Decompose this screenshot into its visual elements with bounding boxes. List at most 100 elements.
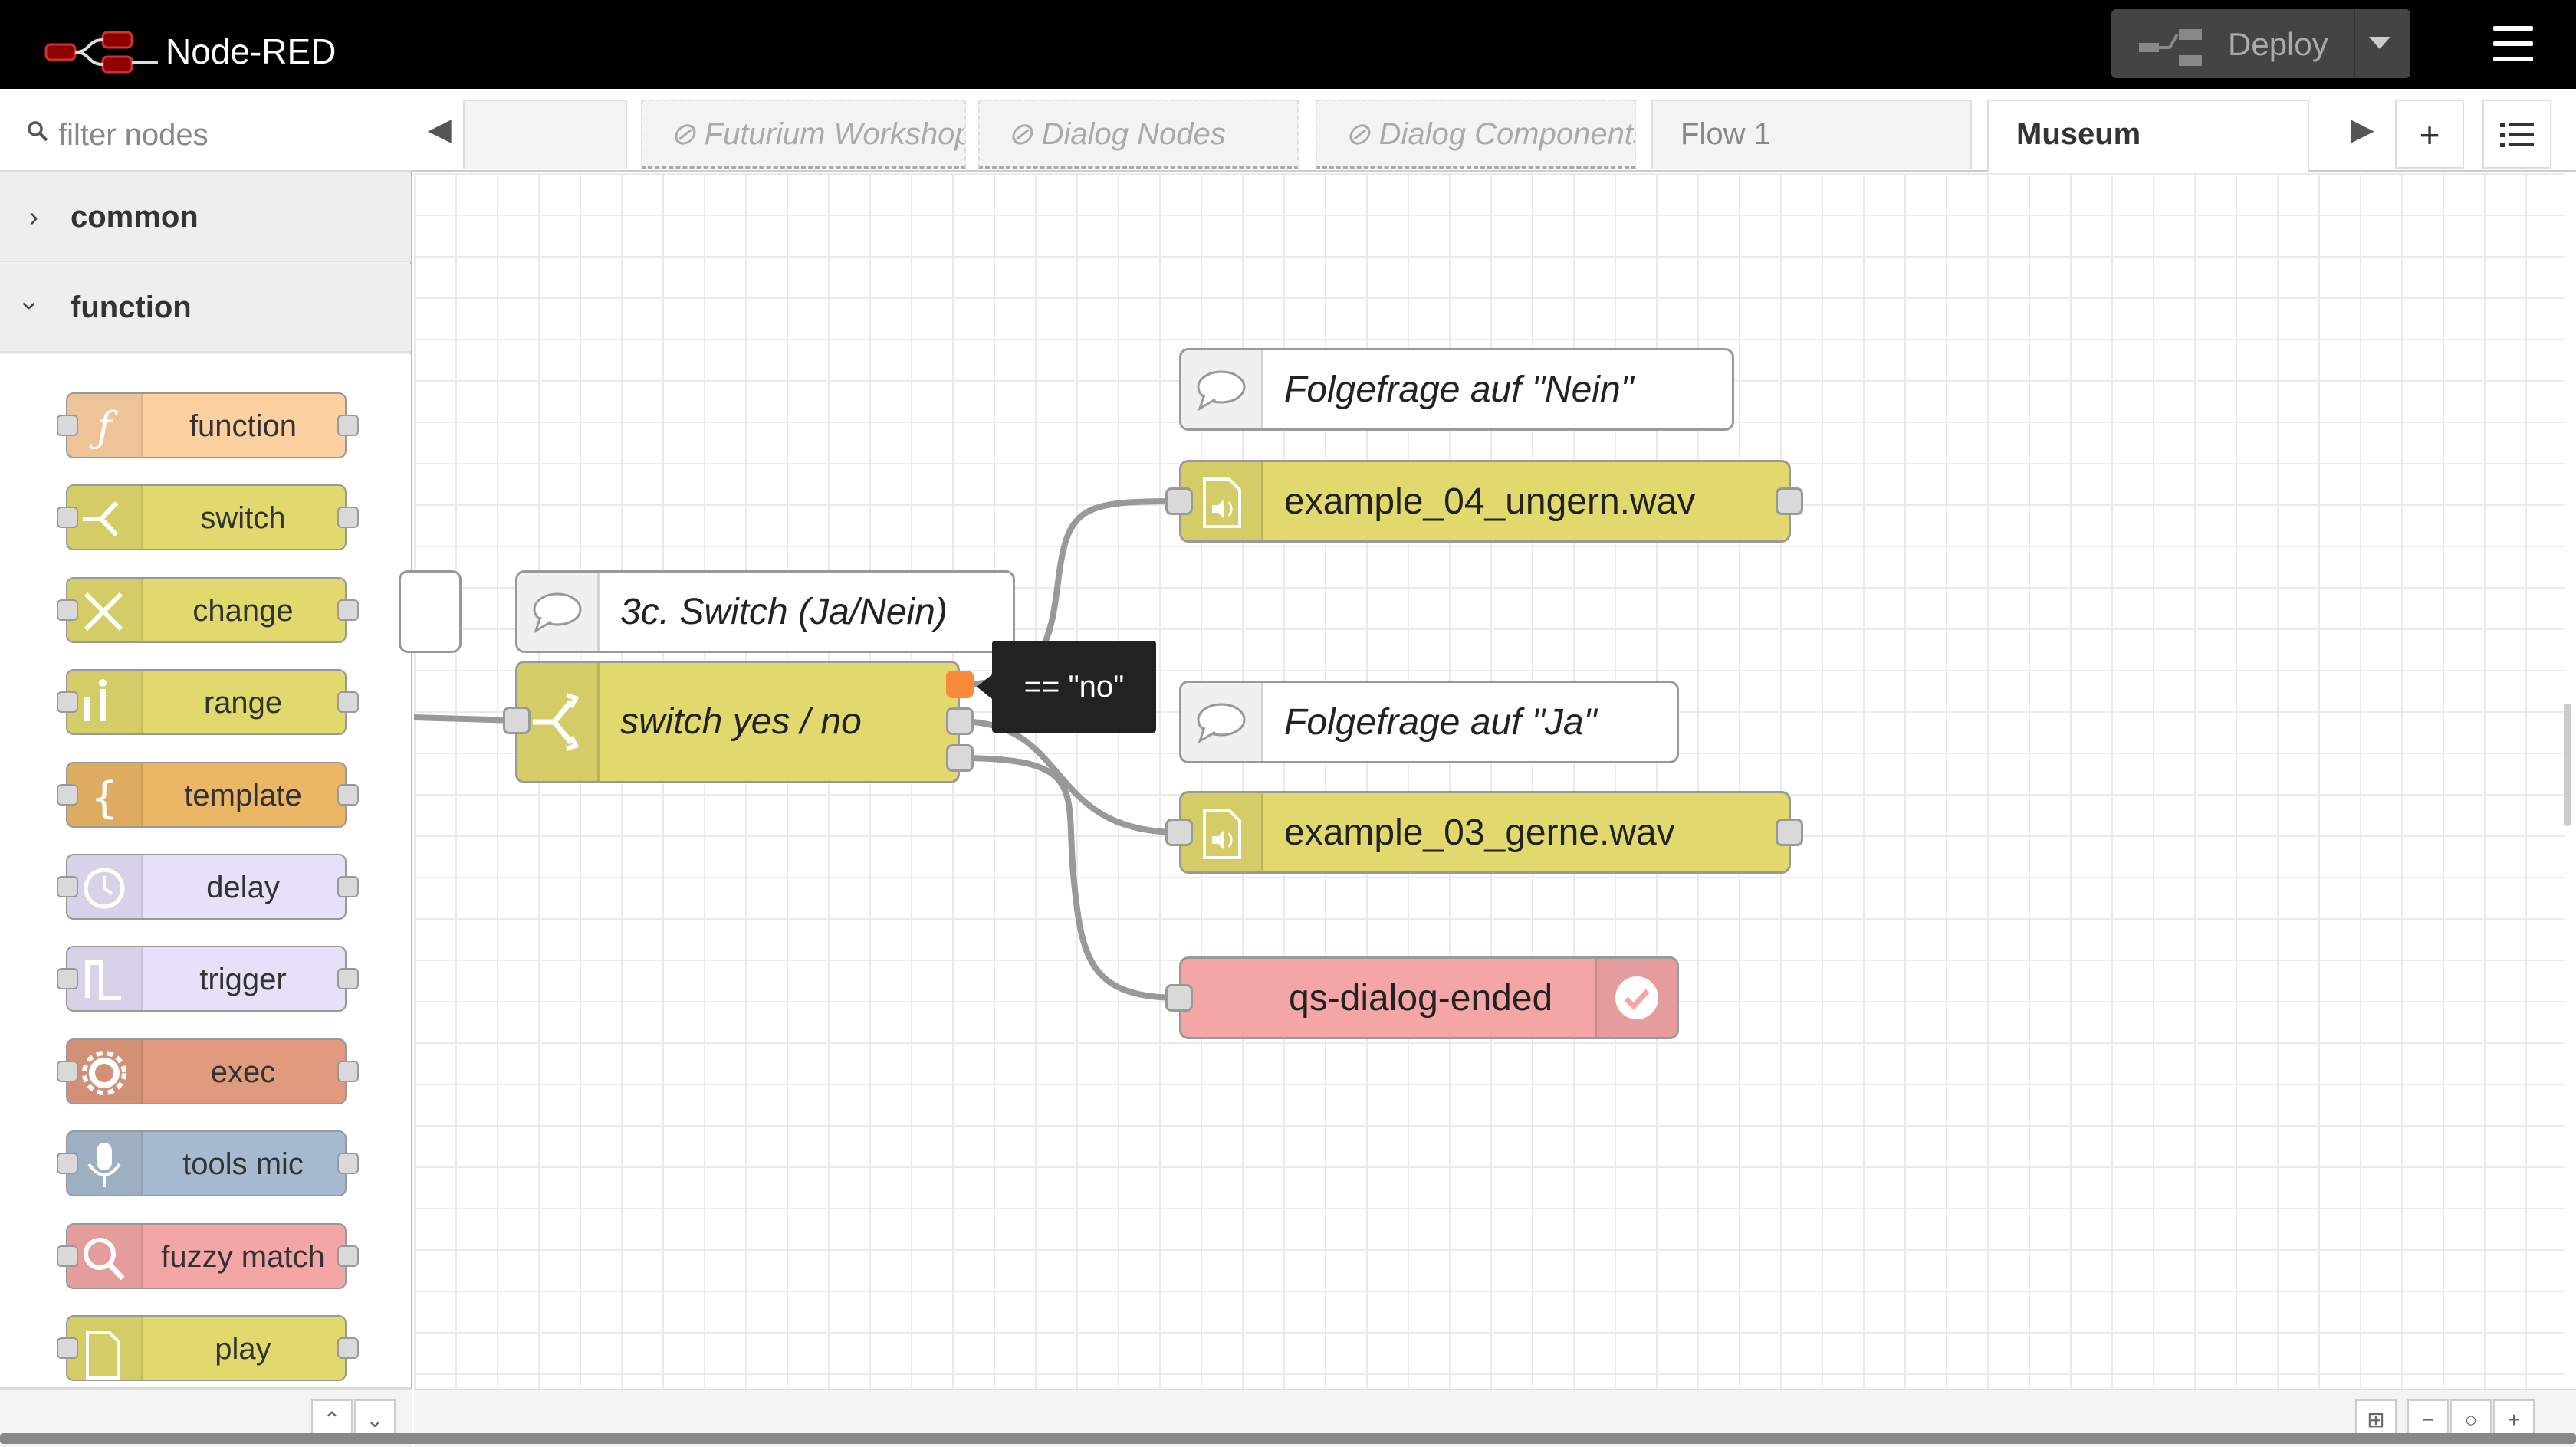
- function-icon: ƒ: [89, 403, 118, 451]
- icon-area: {: [67, 763, 143, 826]
- audio-file-icon: [1203, 809, 1241, 859]
- wav-gerne-input-port[interactable]: [1165, 819, 1193, 846]
- deploy-icon: [2139, 29, 2202, 66]
- collapse-all-button[interactable]: ⌃: [311, 1399, 353, 1439]
- tab-museum[interactable]: Museum: [1987, 100, 2309, 172]
- icon-area: [67, 671, 143, 733]
- node-label: Folgefrage auf "Ja": [1284, 702, 1597, 743]
- wav-gerne-output-port[interactable]: [1776, 819, 1803, 846]
- zoom-out-button[interactable]: −: [2407, 1399, 2449, 1439]
- palette-node-output-port: [337, 415, 359, 436]
- palette-node-tools-mic[interactable]: tools mic: [66, 1130, 347, 1196]
- category-function-header[interactable]: › function: [0, 264, 411, 353]
- palette-node-output-port: [337, 1245, 359, 1267]
- tab-futurium-workshop[interactable]: ⊘ Futurium Workshop: [641, 100, 966, 169]
- app-title: Node-RED: [166, 31, 337, 71]
- palette-node-label: fuzzy match: [161, 1240, 325, 1274]
- disabled-icon: ⊘: [1007, 117, 1042, 151]
- add-tab-button[interactable]: +: [2395, 100, 2464, 169]
- comment-icon: [1197, 370, 1246, 412]
- icon-area: [67, 1040, 143, 1103]
- deploy-button[interactable]: [2111, 9, 2410, 78]
- list-icon: [2500, 123, 2534, 147]
- palette-node-label: tools mic: [182, 1147, 304, 1181]
- gear-icon: [82, 1051, 127, 1095]
- tab-label: Futurium Workshop: [704, 117, 966, 151]
- icon-area: [67, 1132, 143, 1195]
- icon-area: [67, 855, 143, 918]
- palette-node-output-port: [337, 968, 359, 989]
- icon-area: ƒ: [67, 394, 143, 457]
- hamburger-menu-icon[interactable]: [2493, 26, 2533, 61]
- wav-node-ungern[interactable]: example_04_ungern.wav: [1179, 460, 1791, 543]
- switch-yes-no-node[interactable]: switch yes / no: [515, 661, 960, 783]
- switch-output-port-1[interactable]: [946, 671, 974, 698]
- palette-node-trigger[interactable]: trigger: [66, 946, 347, 1012]
- zoom-reset-button[interactable]: ○: [2450, 1399, 2492, 1439]
- qs-dialog-ended-node[interactable]: qs-dialog-ended: [1179, 956, 1679, 1039]
- palette-node-label: range: [203, 686, 283, 720]
- palette-node-fuzzy-match[interactable]: fuzzy match: [66, 1223, 347, 1289]
- palette-node-exec[interactable]: exec: [66, 1038, 347, 1104]
- svg-text:ƒ: ƒ: [89, 403, 118, 451]
- clock-icon: [84, 868, 125, 909]
- node-label: Folgefrage auf "Nein": [1284, 369, 1634, 410]
- scroll-tabs-right-icon[interactable]: ▶: [2351, 113, 2374, 146]
- palette-node-label: function: [189, 409, 297, 443]
- wav-ungern-output-port[interactable]: [1776, 487, 1803, 515]
- tab-dialog-nodes[interactable]: ⊘ Dialog Nodes: [978, 100, 1299, 169]
- qs-dialog-ended-input-port[interactable]: [1165, 984, 1193, 1012]
- chevron-right-icon: ›: [29, 201, 38, 232]
- tab-list-button[interactable]: [2482, 100, 2551, 169]
- switch-output-port-2[interactable]: [946, 707, 974, 735]
- category-label: function: [71, 290, 192, 324]
- port-tooltip: == "no": [992, 641, 1156, 733]
- audio-file-icon: [1203, 477, 1241, 528]
- palette-node-delay[interactable]: delay: [66, 854, 347, 920]
- icon-area: [67, 1317, 143, 1380]
- comment-node-nein[interactable]: Folgefrage auf "Nein": [1179, 348, 1734, 431]
- tab-dialog-components[interactable]: ⊘ Dialog Components: [1316, 100, 1636, 169]
- palette-node-label: play: [215, 1332, 271, 1366]
- filter-nodes-input[interactable]: [57, 112, 394, 158]
- switch-input-port[interactable]: [503, 707, 531, 734]
- palette-node-function[interactable]: ƒ function: [66, 392, 347, 458]
- search-icon: [28, 121, 48, 142]
- palette-node-range[interactable]: range: [66, 669, 347, 735]
- palette-node-change[interactable]: change: [66, 577, 347, 643]
- comment-node-ja[interactable]: Folgefrage auf "Ja": [1179, 681, 1679, 763]
- vertical-scrollbar[interactable]: [2564, 704, 2571, 826]
- horizontal-scrollbar[interactable]: [0, 1433, 2576, 1444]
- switch-output-port-3[interactable]: [946, 744, 974, 772]
- tab-flow-1[interactable]: Flow 1: [1651, 100, 1972, 169]
- comment-node-3c[interactable]: 3c. Switch (Ja/Nein): [515, 570, 1015, 653]
- partial-node[interactable]: [399, 570, 462, 653]
- comment-icon: [1197, 703, 1246, 744]
- node-label: qs-dialog-ended: [1289, 978, 1553, 1019]
- palette-node-label: template: [184, 779, 302, 812]
- search-icon: [84, 1238, 125, 1281]
- palette-node-output-port: [337, 691, 359, 713]
- palette-node-label: switch: [200, 501, 286, 535]
- palette-node-label: delay: [206, 871, 280, 904]
- palette-node-play[interactable]: play: [66, 1315, 347, 1381]
- palette-node-template[interactable]: { template: [66, 762, 347, 828]
- status-icon-area: [1595, 959, 1677, 1037]
- wav-node-gerne[interactable]: example_03_gerne.wav: [1179, 791, 1791, 874]
- icon-area: [67, 947, 143, 1010]
- deploy-divider: [2354, 9, 2355, 78]
- tab-hidden[interactable]: [463, 100, 627, 169]
- scroll-tabs-left-icon[interactable]: ◀: [428, 113, 452, 146]
- palette-node-input-port: [57, 1337, 78, 1359]
- category-label: common: [71, 200, 199, 234]
- chevron-down-icon: ›: [15, 301, 47, 310]
- palette-node-input-port: [57, 1153, 78, 1174]
- category-common-header[interactable]: › common: [0, 173, 411, 262]
- palette-node-output-port: [337, 507, 359, 528]
- palette-node-output-port: [337, 1153, 359, 1174]
- map-icon[interactable]: ⊞: [2355, 1399, 2397, 1439]
- comment-icon-area: [1181, 350, 1263, 428]
- palette-node-input-port: [57, 968, 78, 989]
- palette-node-switch[interactable]: switch: [66, 484, 347, 550]
- wav-ungern-input-port[interactable]: [1165, 487, 1193, 515]
